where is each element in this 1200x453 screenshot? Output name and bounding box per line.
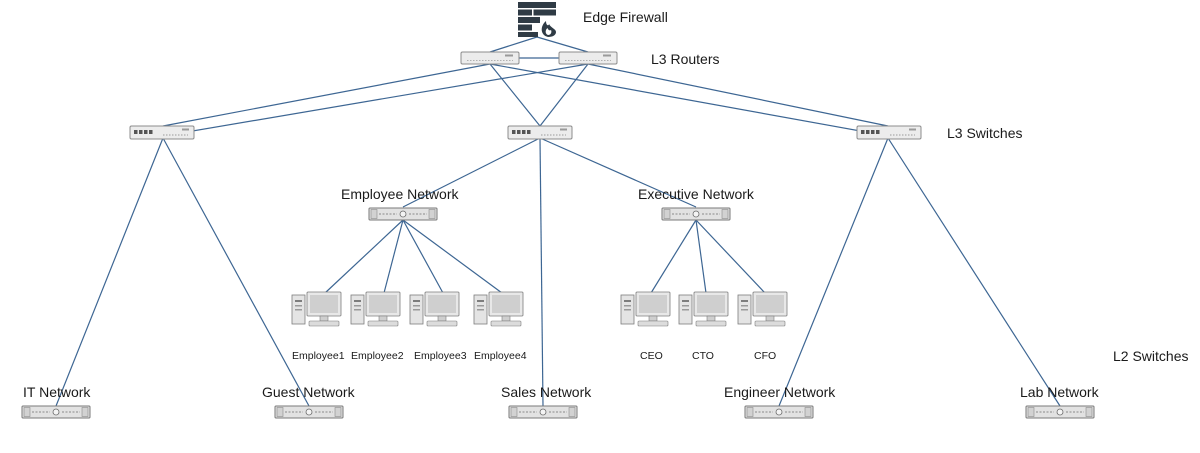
executive-label: CEO [640, 350, 663, 362]
link-firewall-router2 [536, 36, 589, 53]
link-employee-pc4 [402, 219, 503, 294]
link-router2-l3switch-left [162, 63, 589, 137]
employee-label: Employee3 [414, 350, 467, 362]
engineer-network-label: Engineer Network [724, 384, 836, 400]
router-icon [460, 51, 520, 65]
link-l3right-lab [887, 137, 1061, 407]
link-executive-ceo [650, 219, 697, 294]
desktop-computer-icon [291, 291, 342, 327]
l2-switches-label: L2 Switches [1113, 348, 1188, 364]
link-executive-cfo [695, 219, 766, 294]
link-l3center-sales [539, 137, 544, 407]
executive-network-label: Executive Network [638, 186, 755, 202]
router-icon [558, 51, 618, 65]
it-network-label: IT Network [23, 384, 91, 400]
rack-switch-icon [508, 405, 578, 419]
link-firewall-router1 [489, 36, 538, 53]
desktop-computer-icon [473, 291, 524, 327]
employee-label: Employee4 [474, 350, 527, 362]
link-router2-l3switch-center [539, 63, 589, 127]
desktop-computer-icon [409, 291, 460, 327]
link-l3left-it [55, 137, 164, 407]
link-l3center-executive [539, 137, 697, 208]
executive-label: CFO [754, 350, 776, 362]
link-l3left-guest [162, 137, 310, 407]
sales-network-label: Sales Network [501, 384, 592, 400]
firewall-icon [518, 2, 556, 37]
desktop-computer-icon [737, 291, 788, 327]
employee-label: Employee1 [292, 350, 345, 362]
rack-switch-icon [661, 207, 731, 221]
link-l3center-employee [402, 137, 541, 208]
desktop-computer-icon [620, 291, 671, 327]
guest-network-label: Guest Network [262, 384, 356, 400]
rack-switch-icon [21, 405, 91, 419]
rack-switch-icon [274, 405, 344, 419]
executive-label: CTO [692, 350, 714, 362]
link-executive-cto [695, 219, 707, 294]
l3-switches-label: L3 Switches [947, 125, 1022, 141]
links [55, 36, 1061, 407]
rack-switch-icon [368, 207, 438, 221]
link-router1-l3switch-center [489, 63, 541, 127]
switch-icon [507, 125, 573, 140]
employee-label: Employee2 [351, 350, 404, 362]
link-router1-l3switch-left [162, 63, 491, 127]
switch-icon [129, 125, 195, 140]
l3-routers-label: L3 Routers [651, 51, 719, 67]
link-l3right-engineer [778, 137, 889, 407]
desktop-computer-icon [350, 291, 401, 327]
link-employee-pc3 [402, 219, 444, 294]
link-employee-pc1 [324, 219, 404, 294]
link-router2-l3switch-right [587, 63, 889, 127]
desktop-computer-icon [678, 291, 729, 327]
employee-network-label: Employee Network [341, 186, 459, 202]
link-employee-pc2 [383, 219, 404, 294]
lab-network-label: Lab Network [1020, 384, 1100, 400]
link-router1-l3switch-right [489, 63, 889, 137]
firewall-label: Edge Firewall [583, 9, 668, 25]
rack-switch-icon [744, 405, 814, 419]
rack-switch-icon [1025, 405, 1095, 419]
switch-icon [856, 125, 922, 140]
